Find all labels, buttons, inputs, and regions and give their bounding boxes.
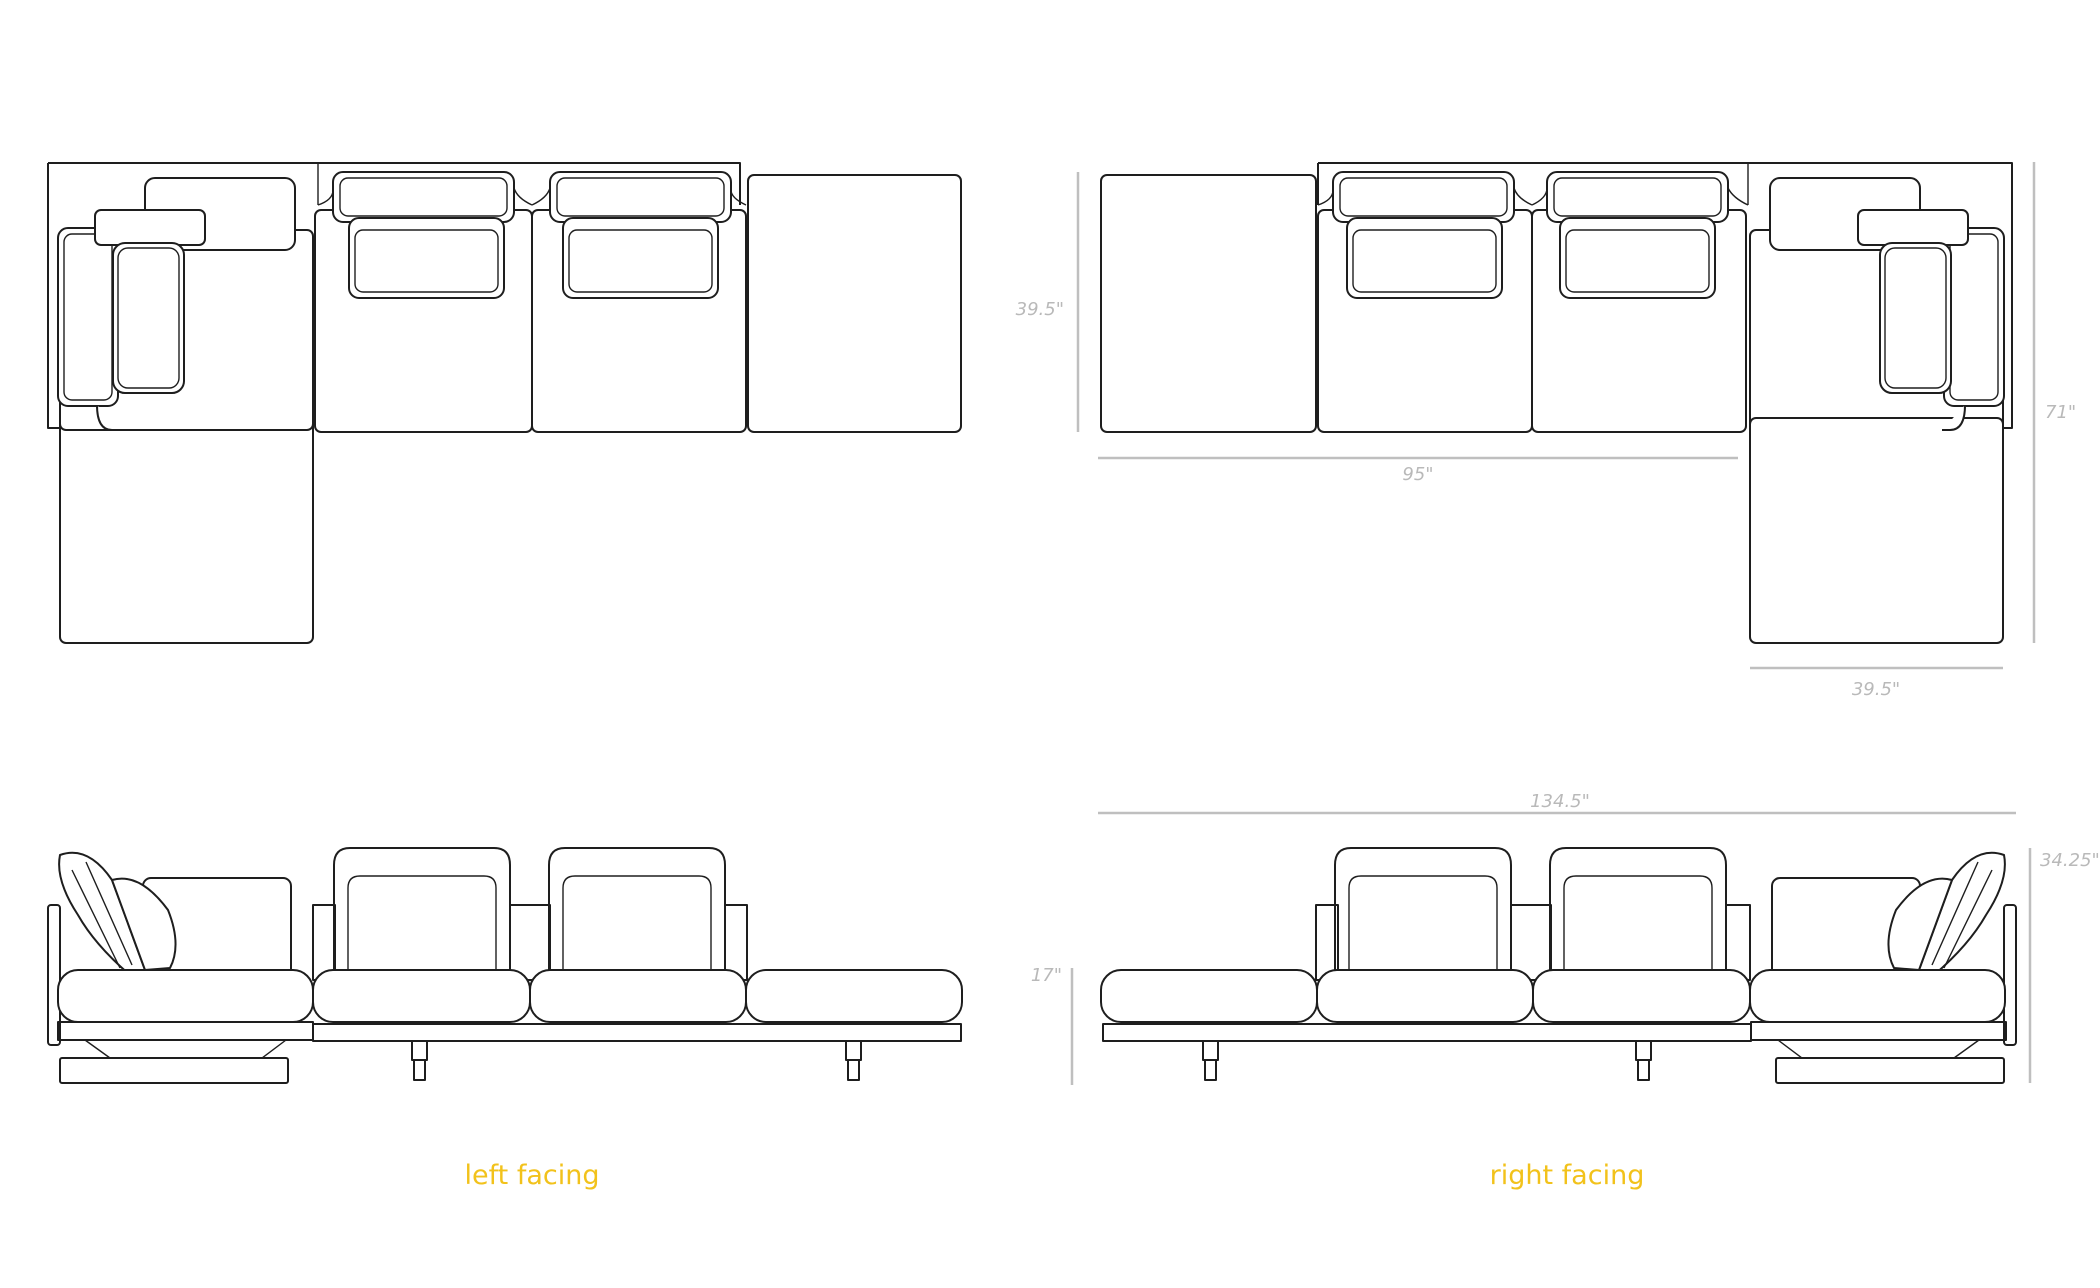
dim-back-height: 34.25": [2040, 850, 2100, 871]
front-view-left-facing: [47, 847, 963, 1084]
front-view-right-facing: [1070, 811, 2032, 1085]
top-view-right-facing: [1076, 162, 2036, 670]
top-view-left-facing: [47, 162, 962, 644]
dim-seat-depth: 39.5": [1016, 299, 1064, 320]
dim-middle-width: 95": [1402, 464, 1433, 485]
dim-chaise-width: 39.5": [1852, 679, 1900, 700]
dim-overall-depth: 71": [2045, 402, 2076, 423]
caption-right-facing: right facing: [1490, 1160, 1645, 1191]
dim-overall-width: 134.5": [1530, 791, 1590, 812]
dim-seat-height: 17": [1031, 965, 1062, 986]
caption-left-facing: left facing: [465, 1160, 600, 1191]
